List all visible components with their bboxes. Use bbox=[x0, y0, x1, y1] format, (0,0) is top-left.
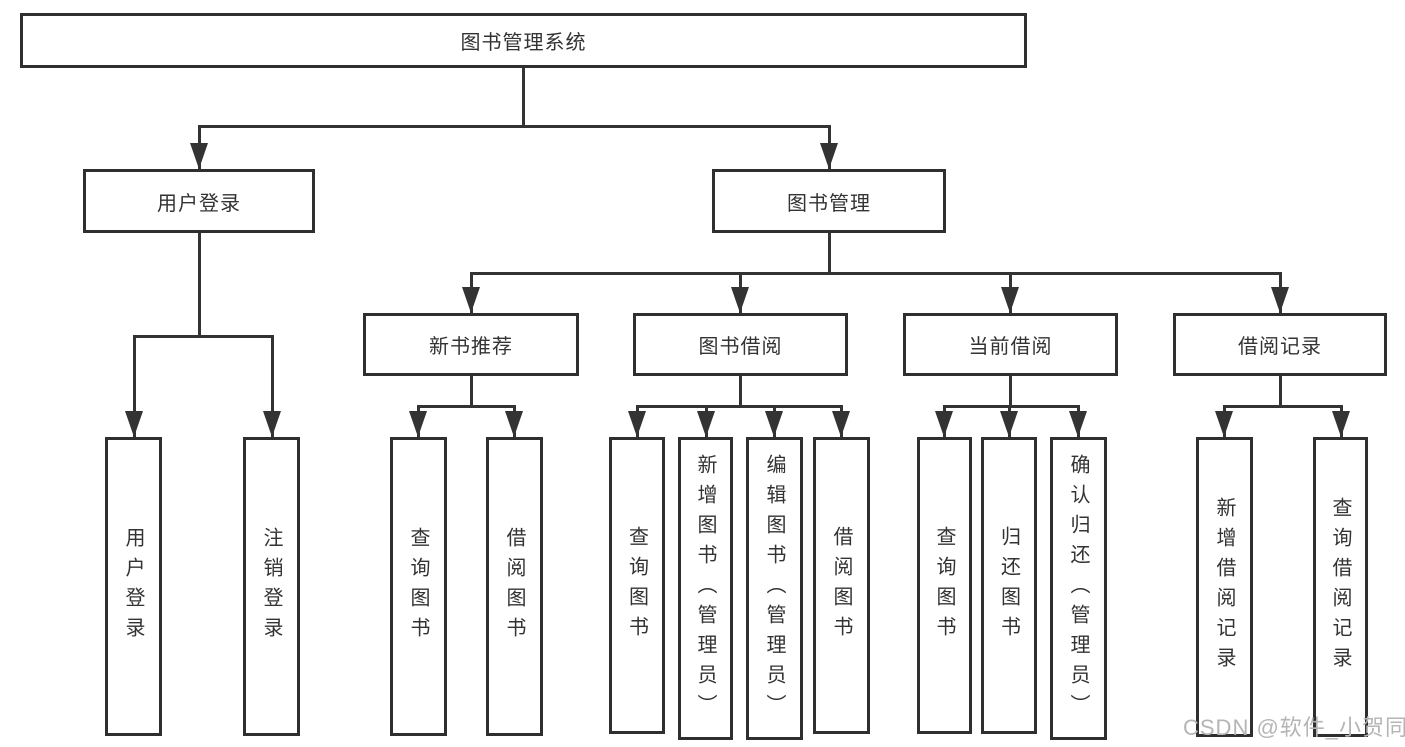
connector-user-login-rail bbox=[133, 335, 274, 338]
arrow-down-icon bbox=[125, 411, 143, 437]
leaf-cb-confirm-return-admin: 确认归还（管理员） bbox=[1050, 437, 1107, 740]
connector-user-login-drop-0 bbox=[133, 335, 136, 437]
leaf-bb-borrow-book-label: 借阅图书 bbox=[830, 525, 852, 646]
arrow-down-icon bbox=[462, 287, 480, 313]
connector-borrow-records-stem bbox=[1279, 376, 1282, 408]
leaf-bb-query-book: 查询图书 bbox=[609, 437, 665, 734]
connector-book-borrow-stem bbox=[739, 376, 742, 408]
node-current-borrow-label: 当前借阅 bbox=[968, 336, 1053, 358]
arrow-down-icon bbox=[1271, 287, 1289, 313]
node-book-borrow: 图书借阅 bbox=[633, 313, 848, 376]
leaf-cb-query-book: 查询图书 bbox=[917, 437, 972, 734]
node-user-login: 用户登录 bbox=[83, 169, 315, 233]
arrow-down-icon bbox=[832, 411, 850, 437]
node-borrow-records-label: 借阅记录 bbox=[1238, 336, 1322, 358]
node-root-label: 图书管理系统 bbox=[460, 32, 587, 54]
connector-book-management-rail bbox=[470, 272, 1282, 275]
leaf-cb-return-book: 归还图书 bbox=[981, 437, 1037, 734]
leaf-br-query-record: 查询借阅记录 bbox=[1313, 437, 1368, 737]
leaf-bb-add-book-admin-label: 新增图书（管理员） bbox=[694, 453, 716, 724]
connector-current-borrow-stem bbox=[1009, 376, 1012, 408]
node-book-management-label: 图书管理 bbox=[787, 192, 871, 215]
arrow-down-icon bbox=[697, 411, 715, 437]
leaf-bb-borrow-book: 借阅图书 bbox=[813, 437, 870, 734]
connector-root-rail bbox=[198, 125, 831, 128]
arrow-down-icon bbox=[190, 143, 208, 169]
connector-user-login-stem bbox=[198, 233, 201, 338]
leaf-logout-login-label: 注销登录 bbox=[260, 526, 282, 647]
leaf-nbr-query-book: 查询图书 bbox=[390, 437, 447, 736]
leaf-logout-login: 注销登录 bbox=[243, 437, 300, 736]
node-user-login-label: 用户登录 bbox=[157, 192, 241, 215]
node-book-borrow-label: 图书借阅 bbox=[698, 336, 783, 358]
connector-user-login-drop-1 bbox=[271, 335, 274, 437]
connector-book-management-stem bbox=[828, 233, 831, 275]
arrow-down-icon bbox=[1332, 411, 1350, 437]
leaf-nbr-borrow-book: 借阅图书 bbox=[486, 437, 543, 736]
arrow-down-icon bbox=[505, 411, 523, 437]
leaf-user-login-label: 用户登录 bbox=[122, 526, 144, 647]
arrow-down-icon bbox=[820, 143, 838, 169]
node-borrow-records: 借阅记录 bbox=[1173, 313, 1387, 376]
leaf-bb-edit-book-admin: 编辑图书（管理员） bbox=[746, 437, 803, 740]
arrow-down-icon bbox=[409, 411, 427, 437]
leaf-cb-return-book-label: 归还图书 bbox=[997, 525, 1020, 646]
leaf-bb-add-book-admin: 新增图书（管理员） bbox=[678, 437, 733, 740]
leaf-br-add-record-label: 新增借阅记录 bbox=[1213, 497, 1235, 677]
arrow-down-icon bbox=[1001, 287, 1019, 313]
leaf-cb-confirm-return-admin-label: 确认归还（管理员） bbox=[1067, 453, 1089, 724]
connector-new-book-recommend-stem bbox=[470, 376, 473, 408]
node-root: 图书管理系统 bbox=[20, 13, 1027, 68]
arrow-down-icon bbox=[1215, 411, 1233, 437]
arrow-down-icon bbox=[935, 411, 953, 437]
leaf-br-query-record-label: 查询借阅记录 bbox=[1329, 497, 1351, 677]
leaf-bb-edit-book-admin-label: 编辑图书（管理员） bbox=[763, 453, 785, 724]
node-new-book-recommend-label: 新书推荐 bbox=[429, 336, 513, 358]
arrow-down-icon bbox=[628, 411, 646, 437]
leaf-br-add-record: 新增借阅记录 bbox=[1196, 437, 1253, 737]
arrow-down-icon bbox=[1000, 411, 1018, 437]
connector-book-borrow-rail bbox=[636, 405, 843, 408]
node-current-borrow: 当前借阅 bbox=[903, 313, 1118, 376]
arrow-down-icon bbox=[765, 411, 783, 437]
leaf-bb-query-book-label: 查询图书 bbox=[625, 525, 648, 646]
leaf-user-login: 用户登录 bbox=[105, 437, 162, 736]
arrow-down-icon bbox=[731, 287, 749, 313]
connector-borrow-records-rail bbox=[1223, 405, 1343, 408]
arrow-down-icon bbox=[263, 411, 281, 437]
leaf-nbr-borrow-book-label: 借阅图书 bbox=[503, 526, 525, 647]
watermark-text: CSDN @软件_小贺同学 bbox=[1183, 715, 1405, 740]
connector-root-stem bbox=[522, 68, 525, 128]
node-new-book-recommend: 新书推荐 bbox=[363, 313, 579, 376]
node-book-management: 图书管理 bbox=[712, 169, 946, 233]
connector-new-book-recommend-rail bbox=[417, 405, 516, 408]
arrow-down-icon bbox=[1069, 411, 1087, 437]
leaf-cb-query-book-label: 查询图书 bbox=[933, 525, 955, 646]
connector-current-borrow-rail bbox=[943, 405, 1080, 408]
leaf-nbr-query-book-label: 查询图书 bbox=[407, 526, 429, 647]
